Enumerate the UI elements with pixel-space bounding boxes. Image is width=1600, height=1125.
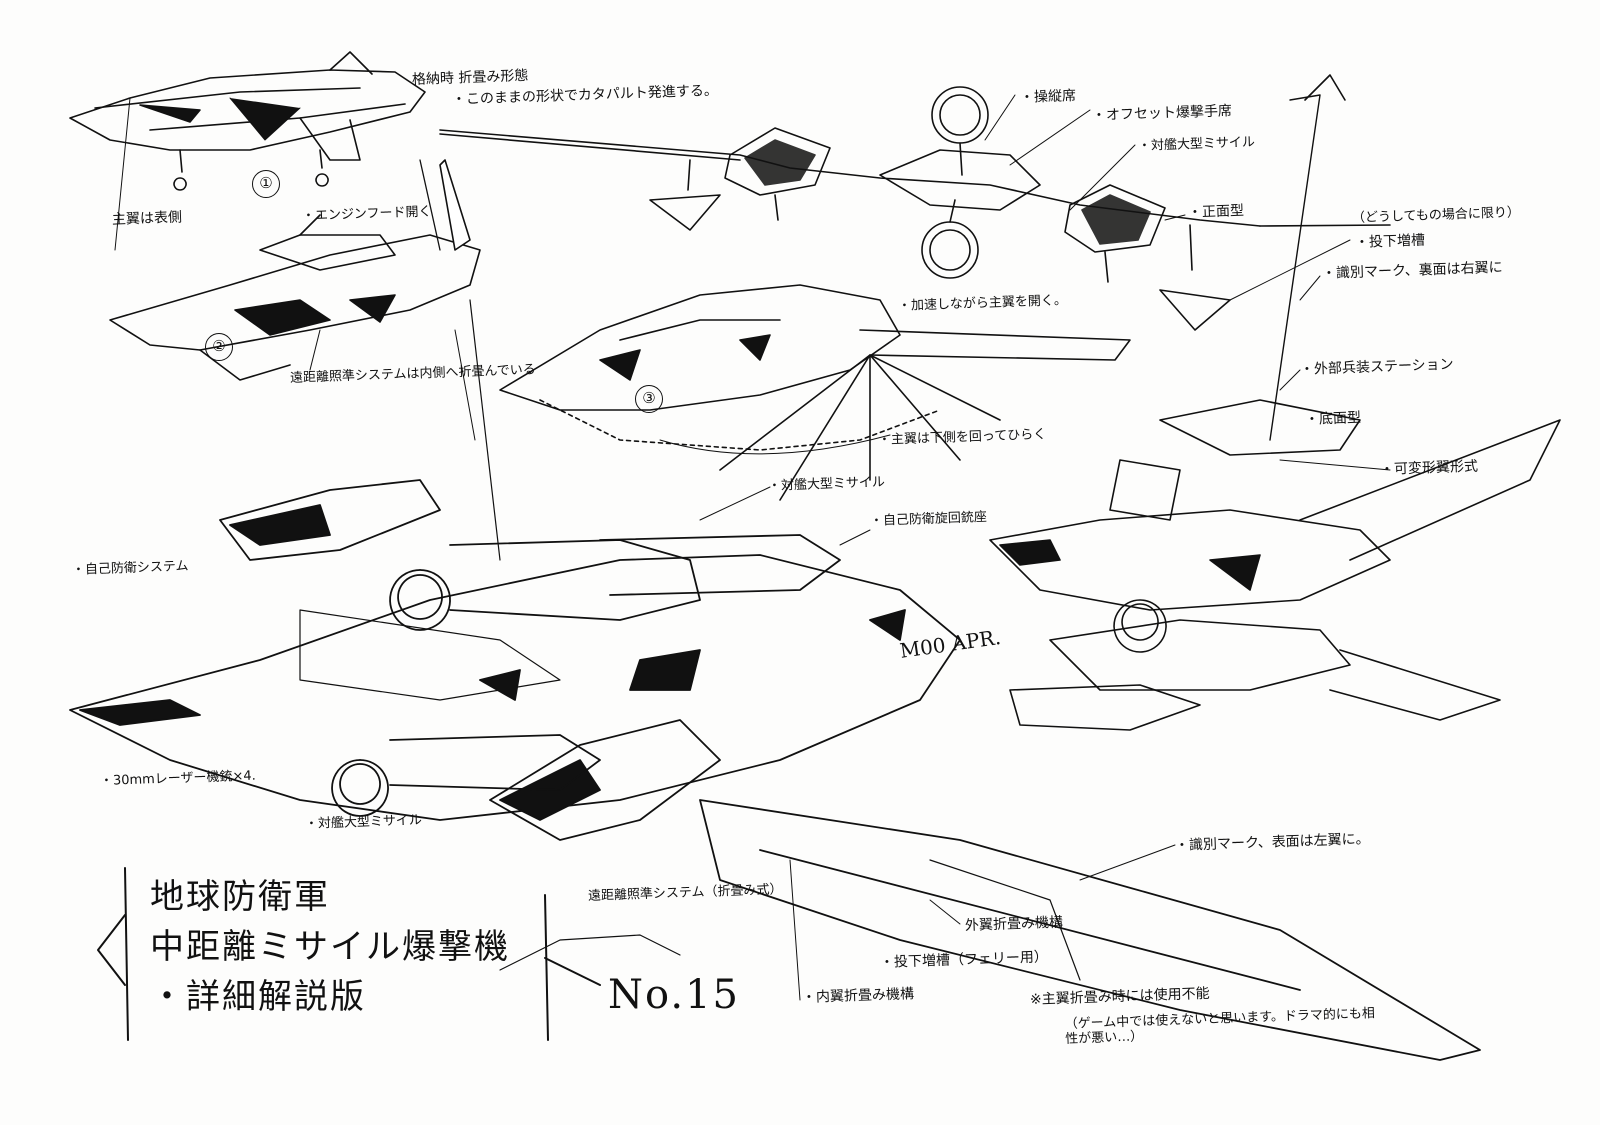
unfolding-fighter-drawing — [109, 159, 481, 441]
stowed-fighter-drawing — [69, 51, 426, 251]
title-block-frame — [97, 867, 601, 1041]
front-view-drawing — [439, 74, 1391, 331]
title-line-1: 地球防衛軍 — [150, 877, 330, 917]
sheet-number: No.15 — [608, 972, 740, 1018]
bottom-view-fighter-drawing — [989, 94, 1561, 731]
main-fighter-drawing — [69, 299, 1481, 1061]
front-view-label: ・正面型 — [1187, 203, 1245, 221]
variable-wing-label: ・可変形翼形式 — [1379, 458, 1479, 478]
wing-opening-fighter-drawing — [499, 284, 1131, 501]
stage-marker-3: ③ — [635, 385, 663, 413]
cockpit-label: ・操縦席 — [1019, 88, 1077, 106]
title-line-3: ・詳細解説版 — [150, 977, 366, 1017]
title-line-2: 中距離ミサイル爆撃機 — [150, 927, 510, 967]
stage-marker-2: ② — [205, 333, 233, 361]
bottom-view-label: ・底面型 — [1304, 410, 1362, 428]
drop-tank-top-label: ・投下増槽 — [1354, 232, 1426, 251]
outer-wing-fold-label: 外翼折畳み機構 — [964, 914, 1064, 934]
main-wing-front-label: 主翼は表側 — [111, 209, 183, 228]
leader-lines — [309, 94, 1391, 925]
stage-marker-1: ① — [252, 170, 280, 198]
